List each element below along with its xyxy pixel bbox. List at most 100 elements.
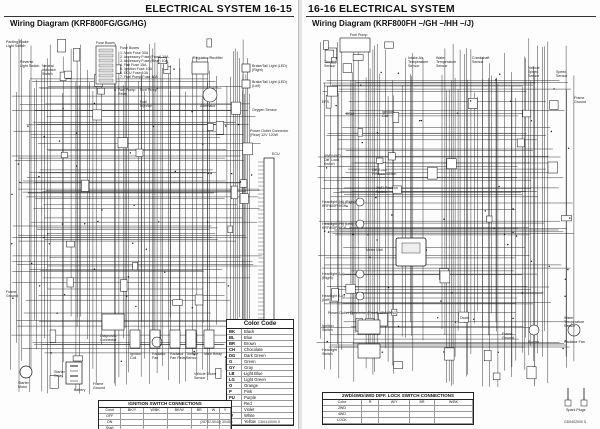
table-row: 4WD [323, 411, 474, 418]
junction-dot [498, 185, 500, 188]
color-code-name: Yellow [241, 418, 293, 425]
connector [561, 215, 572, 222]
connector [215, 368, 222, 379]
table-cell [167, 413, 192, 420]
junction-dot [43, 136, 45, 138]
table-header-cell: W/BK [434, 400, 474, 406]
table-row: OFF [99, 413, 231, 420]
connector [239, 179, 248, 188]
label-vehicle-down-sensor: Vehicle Down Sensor [194, 372, 216, 380]
label-starter-relay: Starter Relay [54, 370, 65, 378]
label-ecu: ECU [272, 152, 280, 156]
connector [81, 179, 90, 192]
ignition-switch-block [357, 319, 381, 335]
label-reverse-light-switch: Reverse Light Switch [20, 60, 40, 68]
junction-dot [564, 278, 566, 280]
label-fuse-4: 4. Fan Fuse 15A [120, 63, 147, 67]
right-page-header: 16-16 ELECTRICAL SYSTEM [308, 3, 455, 15]
junction-dot [231, 173, 233, 175]
color-code-name: Pink [241, 388, 293, 395]
left-page-code: GD0410000 S [258, 420, 281, 424]
table-row: 2WD [323, 405, 474, 412]
color-code-key: CH [227, 346, 242, 353]
junction-dot [97, 220, 99, 223]
color-code-name: Gray [241, 364, 293, 371]
connector [526, 366, 537, 380]
connector [391, 308, 398, 316]
label-fuse-3: 3. Accessory Fuse (Rear) 10A [120, 59, 168, 63]
relay-block [149, 329, 161, 349]
junction-dot [27, 125, 29, 127]
headlight-switch-block [357, 343, 381, 359]
color-code-key: BK [227, 329, 242, 335]
label-neutral-switch: Neutral Indicator Switch [42, 64, 56, 76]
connector [227, 225, 233, 233]
connector [327, 86, 338, 97]
connector [72, 355, 83, 362]
junction-dot [440, 300, 442, 302]
junction-dot [38, 285, 41, 287]
r-label-headlight-hi-right: Headlight (Hi) (Right) KRF800FH/GH [322, 200, 356, 208]
label-ignition-coil: Ignition Coil [130, 352, 142, 360]
connector [49, 329, 57, 343]
junction-dot [509, 100, 512, 103]
junction-dot [507, 243, 509, 246]
r-label-water-temp-sensor-2: Water Temperature Sensor [564, 316, 585, 328]
table-cell [191, 413, 208, 420]
label-fuse-2: 2. Accessory Fuse (Front) 10A [120, 55, 169, 59]
junction-dot [565, 340, 567, 342]
switch-table-title: 2WD/4WD/4WD DIFF. LOCK SWITCH CONNECTION… [323, 393, 473, 400]
fuel-pump-block [339, 37, 371, 53]
junction-dot [48, 243, 51, 245]
table-cell: Start [99, 425, 122, 429]
table-header-cell: Color [323, 400, 362, 406]
table-cell [361, 411, 380, 418]
junction-dot [101, 209, 103, 211]
table-cell [167, 425, 192, 429]
connector [357, 128, 363, 137]
junction-dot [352, 233, 354, 236]
color-code-key: O [227, 382, 242, 389]
table-cell [120, 413, 144, 420]
tail-light-left [241, 79, 251, 89]
junction-dot [250, 174, 253, 176]
connector [231, 101, 241, 115]
table-header-cell: Y [219, 408, 231, 414]
table-cell: LOCK [323, 417, 362, 424]
color-code-name: Brown [241, 340, 293, 347]
color-code-name: Green [241, 358, 293, 365]
r-label-ignition-switch: Ignition Switch [322, 324, 334, 332]
table-cell [143, 413, 168, 420]
label-fuel-pump: Fuel Pump [140, 88, 158, 92]
r-label-throttle-sensor: Throttle Sensor [324, 60, 337, 68]
color-code-name: Light Blue [241, 370, 293, 377]
junction-dot [227, 285, 229, 287]
junction-dot [335, 104, 337, 107]
junction-dot [11, 193, 13, 196]
connector [522, 109, 532, 118]
wire-group [10, 38, 262, 394]
table-cell [191, 425, 208, 429]
connector [92, 109, 102, 121]
headlight-symbol [355, 219, 365, 229]
junction-dot [376, 239, 378, 241]
left-page-subtitle: Wiring Diagram (KRF800FG/GG/HG) [10, 19, 147, 28]
table-row: ON [99, 419, 231, 426]
table-header-cell: BK/Y [120, 408, 144, 414]
junction-dot [493, 227, 495, 230]
junction-dot [512, 208, 514, 210]
table-header-cell: W [207, 408, 221, 414]
junction-dot [512, 231, 514, 233]
color-code-name: Purple [241, 394, 293, 401]
r-label-vehicle-speed-sensor: Vehicle Speed Sensor [528, 66, 540, 78]
junction-dot [456, 112, 459, 114]
junction-dot [380, 71, 382, 74]
switch-connections-table: 2WD/4WD/4WD DIFF. LOCK SWITCH CONNECTION… [322, 392, 474, 425]
junction-dot [135, 305, 137, 308]
connector [444, 347, 455, 361]
color-code-key: BR [227, 340, 242, 347]
fuse [98, 63, 114, 68]
junction-dot [397, 325, 400, 328]
junction-dot [443, 218, 445, 220]
